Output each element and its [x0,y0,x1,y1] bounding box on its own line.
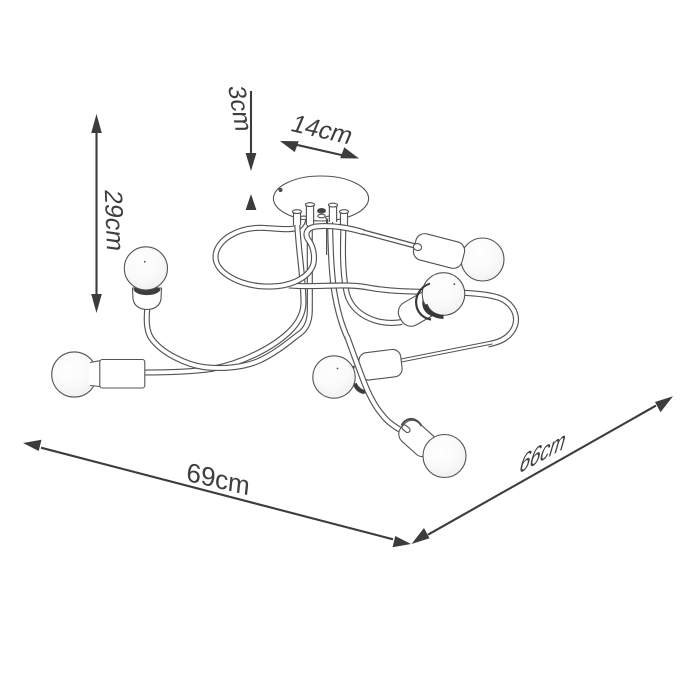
svg-text:29cm: 29cm [99,188,129,253]
